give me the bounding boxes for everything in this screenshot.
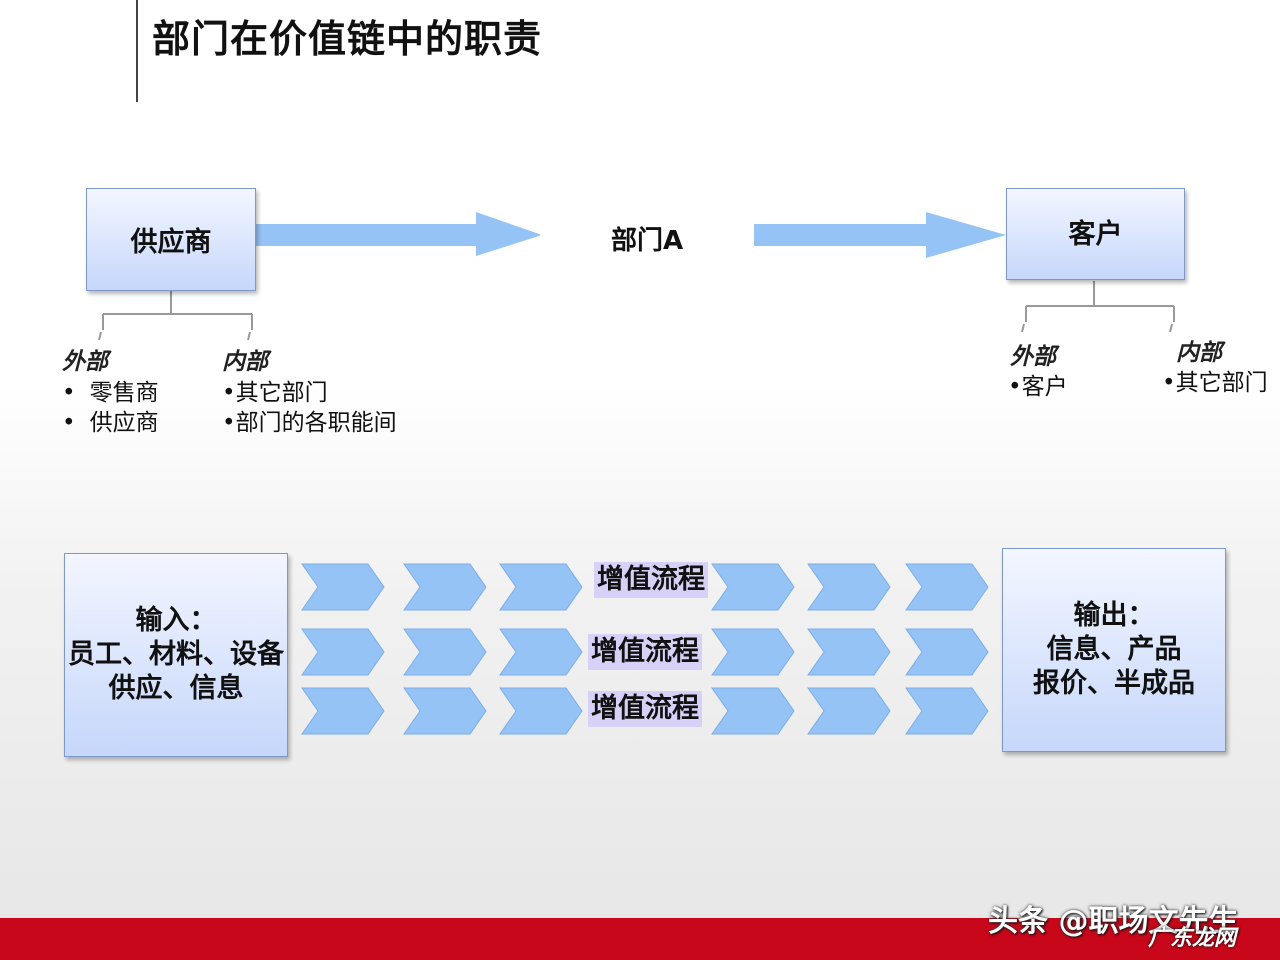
watermark: 头条 @职场文先生 [988,904,1239,939]
output-box: 输出： 信息、产品 报价、半成品 [1002,548,1226,752]
input-heading: 输入： [135,605,217,636]
customer-internal-label: 内部 [1176,340,1222,366]
flow-chevron-arrow [905,628,989,676]
customer-internal-item-text: 其它部门 [1175,370,1268,396]
flow-chevron-arrow [499,687,583,735]
department-box: 部门A [540,188,754,289]
input-box: 输入： 员工、材料、设备 供应、信息 [64,553,288,757]
watermark-site: 广东龙网 [1148,926,1237,951]
supplier-external-item: • 零售商 [62,373,159,407]
dept-to-customer-arrow [754,212,1006,258]
flow-chevron-arrow [711,563,795,611]
flow-chevron-arrow [711,628,795,676]
customer-box: 客户 [1006,188,1185,280]
bullet-glyph: • [222,410,236,436]
input-line: 供应、信息 [108,673,244,704]
customer-internal-item: •其它部门 [1162,363,1268,397]
supplier-tree-lines [98,291,253,341]
supplier-to-dept-arrow [256,212,542,256]
supplier-external-item-text: 供应商 [89,410,159,436]
flow-chevron-arrow [807,687,891,735]
flow-chevron-arrow [403,563,487,611]
supplier-external-label: 外部 [62,349,108,375]
customer-tree-lines [1021,281,1175,333]
flow-chevron-arrow [499,628,583,676]
customer-external-item: •客户 [1008,367,1068,401]
value-flow-label: 增值流程 [588,691,702,727]
flow-chevron-arrow [403,687,487,735]
customer-external-item-text: 客户 [1021,374,1068,400]
bullet-glyph: • [222,380,236,406]
supplier-internal-label: 内部 [222,349,268,375]
value-flow-label: 增值流程 [588,634,702,670]
bullet-glyph: • [1008,374,1022,400]
page-title: 部门在价值链中的职责 [152,17,543,61]
supplier-internal-item-text: 其它部门 [235,380,328,406]
supplier-internal-item-text: 部门的各职能间 [235,410,397,436]
supplier-internal-item: •其它部门 [222,373,328,407]
flow-chevron-arrow [301,628,385,676]
value-flow-chevrons [301,563,989,735]
supplier-external-item: • 供应商 [62,403,159,437]
output-heading: 输出： [1073,600,1155,631]
flow-chevron-arrow [905,563,989,611]
flow-chevron-arrow [499,563,583,611]
flow-chevron-arrow [807,563,891,611]
supplier-box: 供应商 [86,188,256,291]
customer-external-label: 外部 [1010,344,1056,370]
flow-chevron-arrow [403,628,487,676]
footer-bar [0,918,1280,960]
department-label: 部门A [610,226,684,256]
output-line: 信息、产品 [1046,634,1182,665]
value-flow-label: 增值流程 [594,562,708,598]
flow-chevron-arrow [711,687,795,735]
flow-chevron-arrow [301,687,385,735]
flow-chevron-arrow [905,687,989,735]
supplier-external-item-text: 零售商 [89,380,159,406]
flow-chevron-arrow [807,628,891,676]
bullet-glyph: • [62,380,76,406]
supplier-label: 供应商 [130,227,212,258]
supplier-internal-item: •部门的各职能间 [222,403,397,437]
title-divider [136,0,138,102]
bullet-glyph: • [1162,370,1176,396]
output-line: 报价、半成品 [1033,668,1195,699]
flow-chevron-arrow [301,563,385,611]
input-line: 员工、材料、设备 [68,639,284,670]
bullet-glyph: • [62,410,76,436]
customer-label: 客户 [1068,218,1123,250]
